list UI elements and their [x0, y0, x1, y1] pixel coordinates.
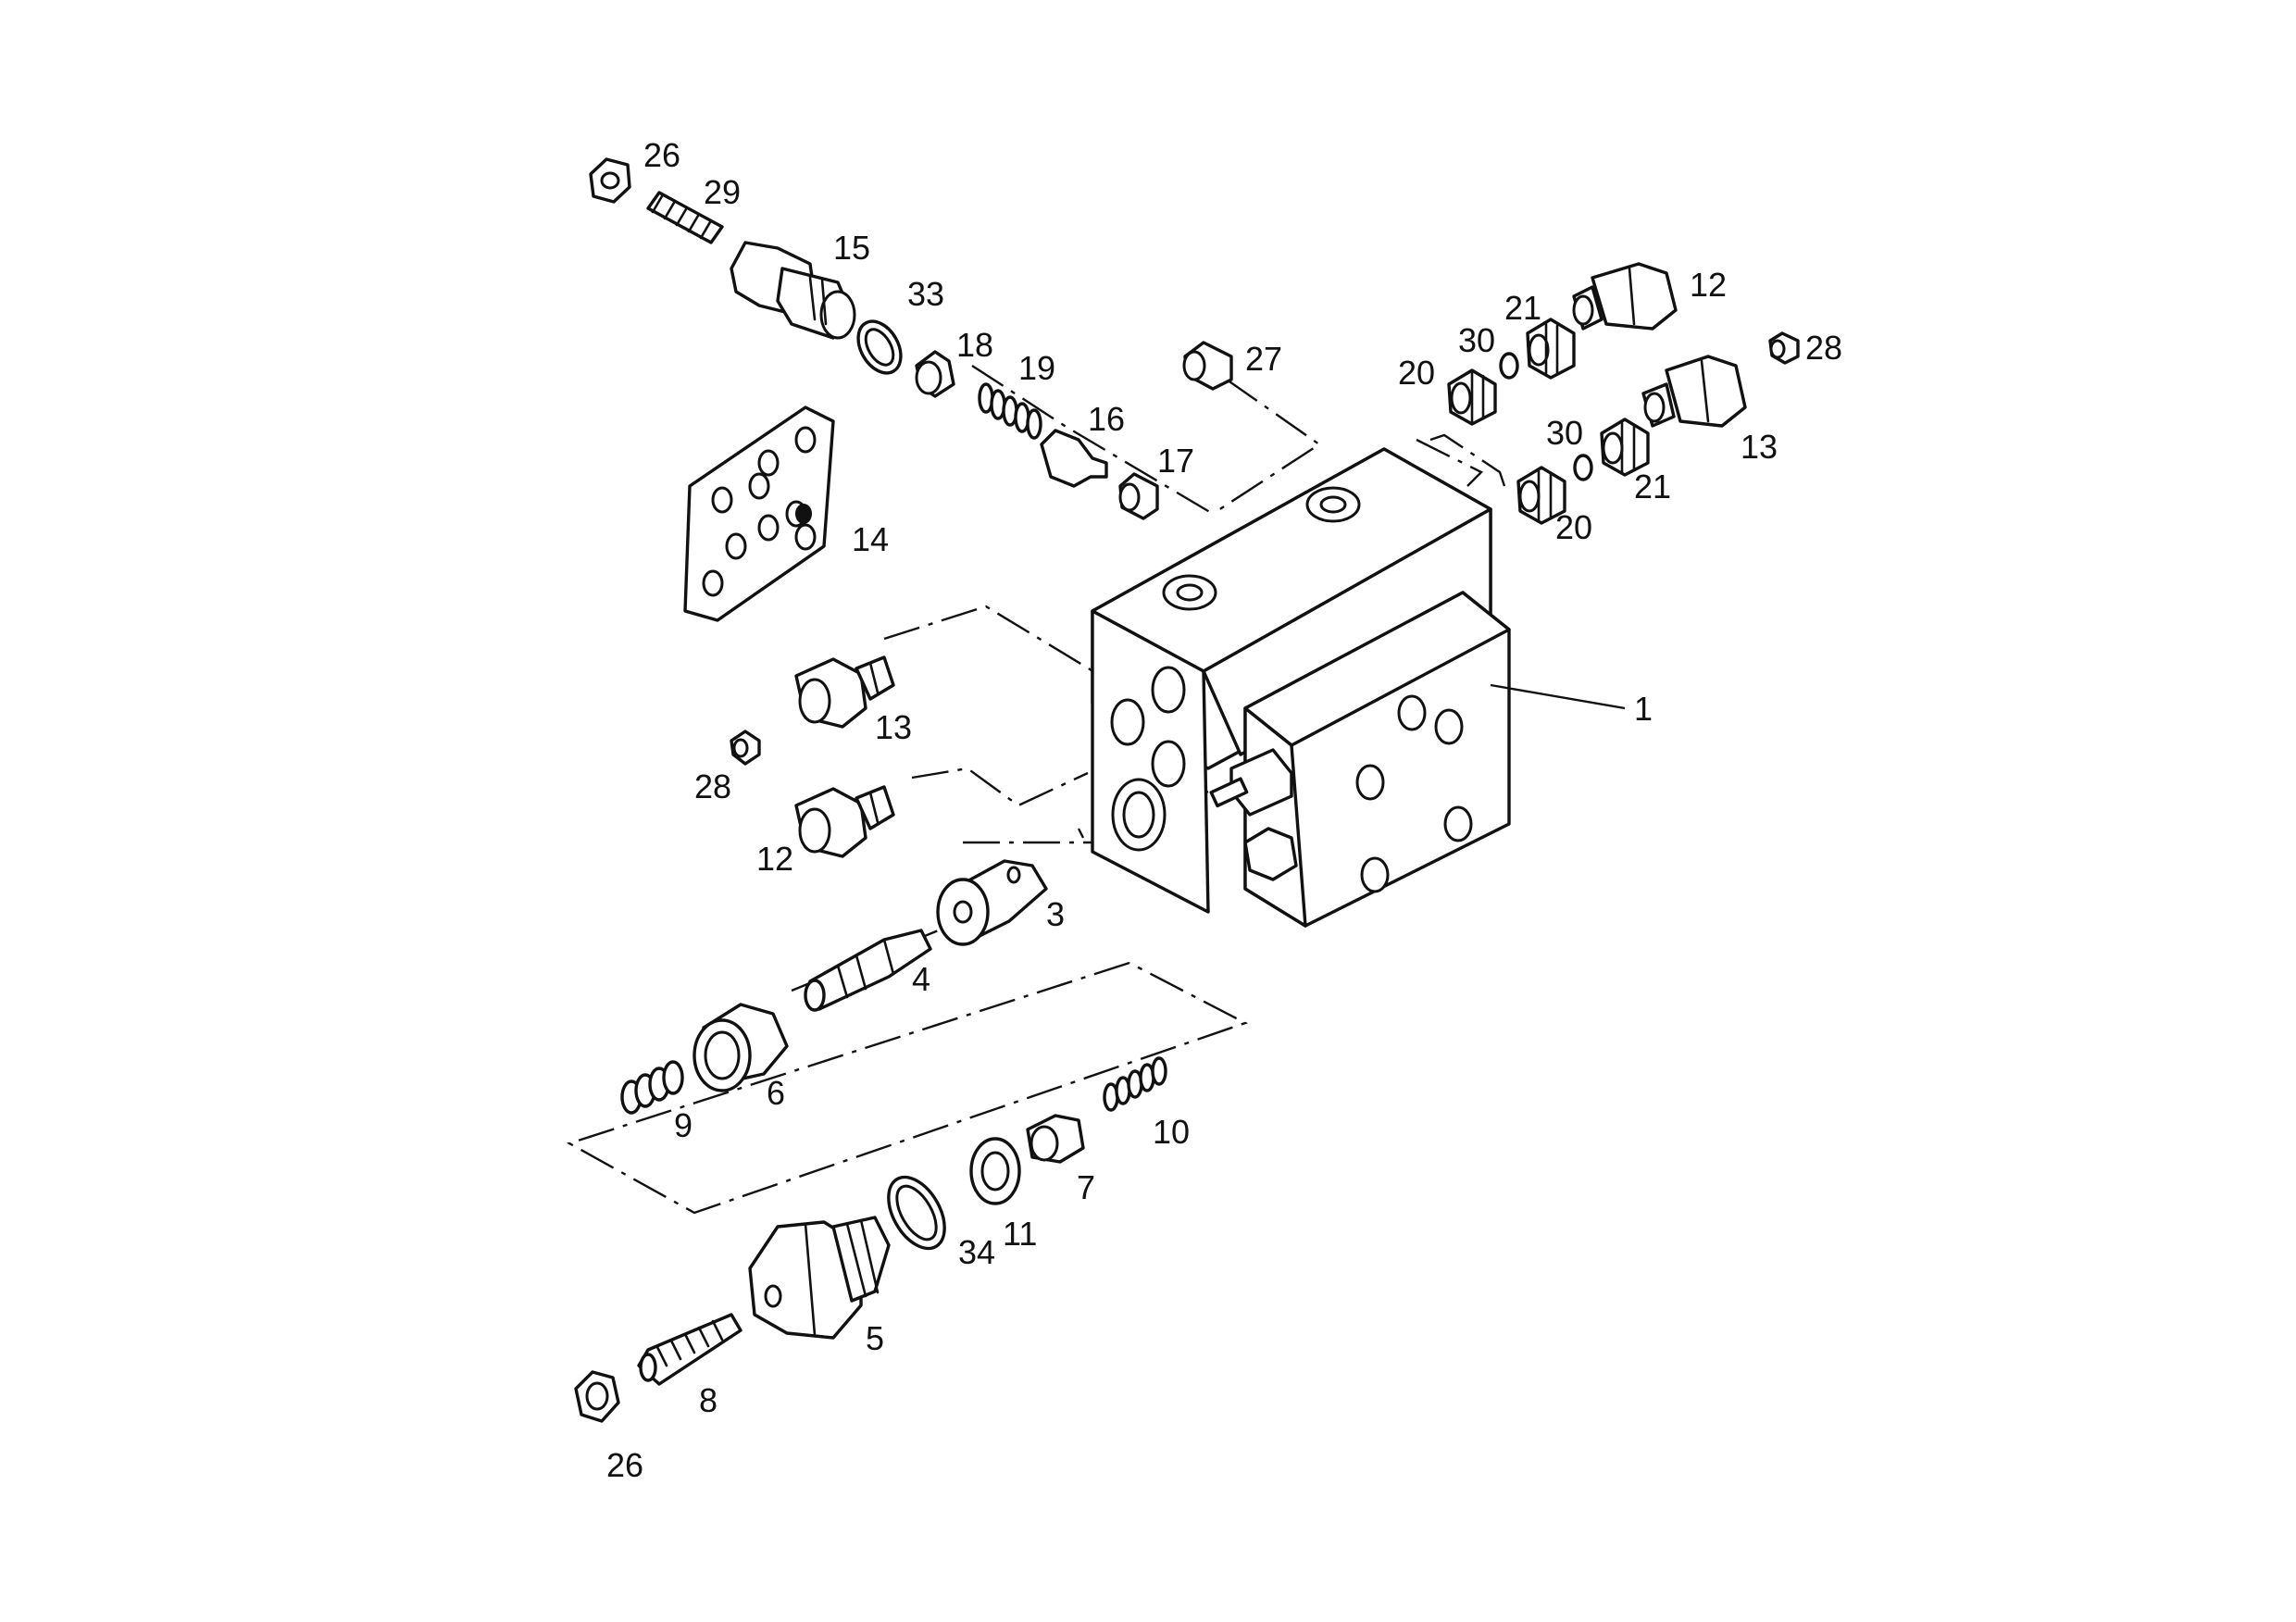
callout-13-upper: 13: [1741, 428, 1778, 466]
callout-26-lower: 26: [606, 1446, 643, 1484]
o-ring-30-lower: [1573, 454, 1593, 481]
threaded-bushing-21-upper: [1526, 318, 1576, 380]
fitting-13-left: [794, 655, 895, 729]
o-ring-30-upper: [1499, 352, 1519, 380]
callout-19: 19: [1018, 349, 1055, 387]
valve-cap-5: [748, 1216, 891, 1340]
callout-28-left: 28: [694, 767, 731, 805]
callout-15: 15: [833, 229, 870, 267]
o-ring-34: [887, 1175, 946, 1251]
fitting-12-left: [794, 785, 895, 858]
callout-10: 10: [1153, 1113, 1190, 1151]
valve-seat-18: [915, 350, 955, 398]
callout-7: 7: [1077, 1168, 1095, 1206]
callout-21-upper: 21: [1504, 289, 1541, 327]
callout-20-lower: 20: [1555, 508, 1592, 546]
callout-1: 1: [1634, 690, 1653, 728]
callout-9: 9: [674, 1106, 693, 1144]
plug-27: [1182, 341, 1233, 391]
callout-3: 3: [1046, 895, 1065, 933]
washer-11: [969, 1137, 1021, 1205]
callout-33: 33: [907, 275, 944, 313]
hex-nut-lower: [574, 1370, 620, 1423]
leader-line-1: [1490, 683, 1626, 710]
callout-labels: 1 3 4 5 6 7 8 9 10 11 12 12 13 13 14 15 …: [606, 136, 1842, 1484]
fitting-13-upper: [1641, 355, 1747, 428]
plug-28-upper: [1768, 331, 1800, 365]
callout-21-lower: 21: [1634, 468, 1671, 505]
callout-17: 17: [1157, 442, 1194, 480]
callout-11: 11: [1003, 1215, 1037, 1253]
plug-28-left: [730, 730, 761, 766]
callout-27: 27: [1245, 340, 1282, 378]
callout-5: 5: [866, 1319, 884, 1357]
callout-30-upper: 30: [1458, 321, 1495, 359]
threaded-bushing-20-upper: [1447, 368, 1497, 426]
hex-nut-upper: [589, 157, 631, 204]
spring-9: [620, 1060, 684, 1115]
o-ring-33: [856, 319, 903, 375]
callout-20-upper: 20: [1398, 354, 1435, 392]
callout-29: 29: [704, 173, 741, 211]
callout-14: 14: [852, 520, 889, 558]
threaded-bushing-20-lower: [1516, 466, 1566, 525]
sleeve-17: [1118, 472, 1159, 520]
valve-sleeve-3: [936, 859, 1048, 946]
callout-30-lower: 30: [1546, 414, 1583, 452]
valve-block-body: [1091, 447, 1511, 928]
valve-cap-upper: [730, 241, 856, 340]
spring-10: [1103, 1056, 1167, 1112]
set-screw-8: [637, 1313, 742, 1386]
threaded-bushing-21-lower: [1600, 418, 1650, 477]
valve-poppet-16: [1040, 429, 1108, 488]
valve-seat-7: [1026, 1114, 1085, 1164]
callout-13-left: 13: [875, 708, 912, 746]
callout-8: 8: [699, 1381, 718, 1419]
callout-12-upper: 12: [1690, 266, 1727, 304]
fitting-12-upper: [1572, 262, 1678, 331]
set-screw-upper: [646, 191, 724, 244]
gasket-plate: [683, 406, 835, 622]
callout-26-upper: 26: [643, 136, 680, 174]
valve-spool-4: [804, 929, 932, 1012]
callout-4: 4: [912, 960, 930, 998]
callout-34: 34: [958, 1233, 995, 1271]
callout-16: 16: [1088, 400, 1125, 438]
callout-28-upper: 28: [1805, 329, 1842, 367]
callout-12-left: 12: [756, 840, 793, 878]
piston-6: [693, 1003, 789, 1092]
callout-6: 6: [767, 1074, 785, 1112]
spring-19: [978, 382, 1042, 440]
callout-18: 18: [956, 326, 993, 364]
